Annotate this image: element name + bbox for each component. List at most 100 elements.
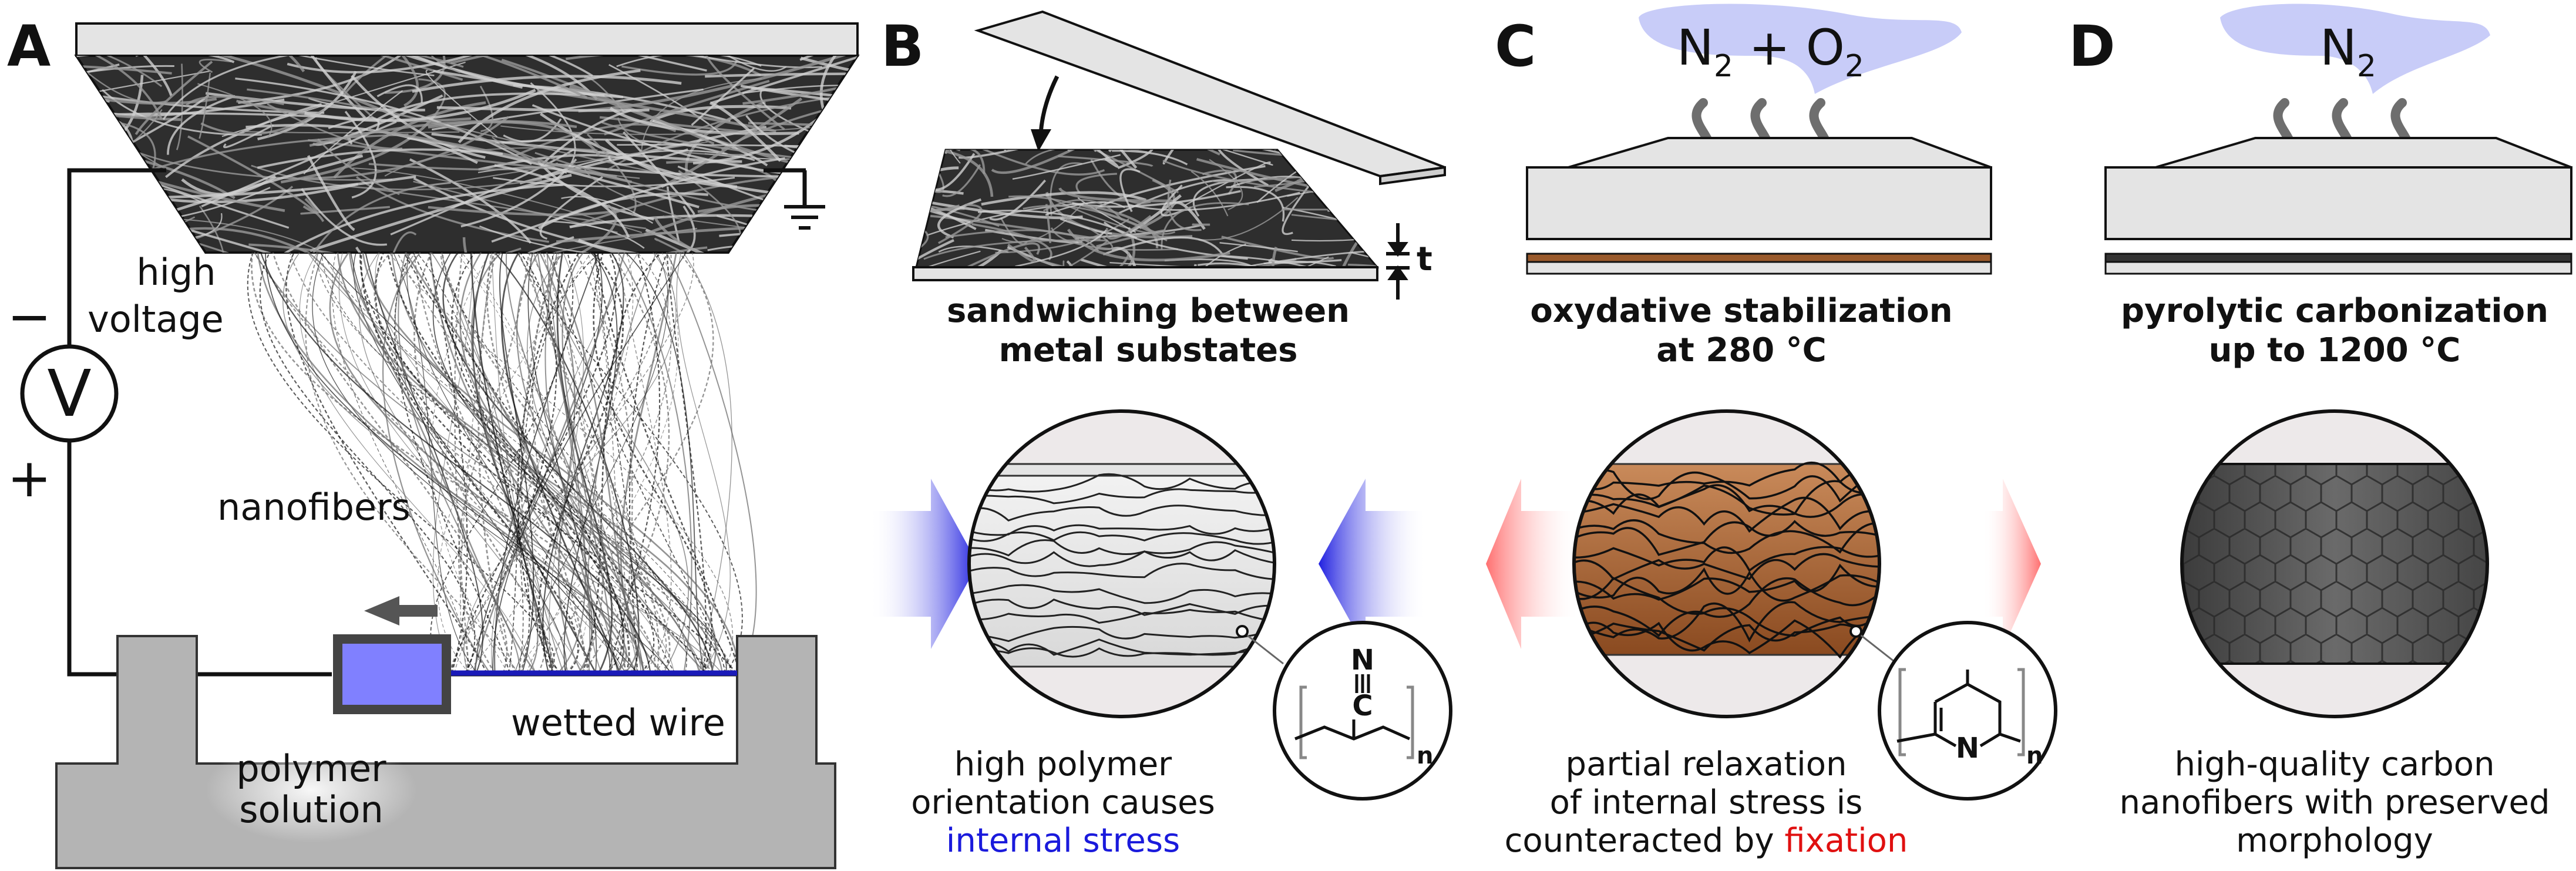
polymer-chain — [969, 584, 1274, 604]
mat-fiber — [916, 150, 1007, 152]
jet-fiber — [403, 252, 624, 674]
mat-fiber — [309, 120, 577, 147]
mat-fiber — [458, 69, 641, 143]
mat-fiber — [503, 118, 562, 143]
mat-fiber — [744, 234, 805, 253]
caption-c-3: counteracted by fixation — [1505, 822, 1908, 860]
mat-fiber — [83, 172, 148, 190]
mat-fiber — [981, 191, 1146, 206]
mat-fiber — [569, 214, 753, 228]
mat-fiber — [1184, 161, 1271, 206]
mat-fiber — [1220, 254, 1372, 267]
mat-fiber — [1348, 264, 1377, 267]
mat-fiber — [653, 216, 781, 253]
mat-fiber — [1094, 150, 1192, 152]
caption-c-fixation: fixation — [1784, 822, 1908, 860]
chem-n-b: N — [1351, 644, 1374, 677]
jet-fiber — [316, 252, 711, 674]
jet-fiber — [359, 252, 711, 674]
panel-d-letter: D — [2069, 14, 2116, 79]
mat-fiber — [1373, 189, 1377, 242]
mat-fiber — [1007, 243, 1036, 263]
polymer-chain — [969, 563, 1274, 580]
mat-fiber — [1119, 168, 1141, 213]
mat-fiber — [997, 240, 1108, 267]
gas-flow-cloud-c — [1639, 4, 1962, 94]
zoom-circle-c-border — [1572, 409, 1881, 718]
mat-fiber — [1001, 202, 1084, 243]
mat-fiber — [76, 65, 174, 127]
mat-fiber — [183, 227, 472, 253]
polymer-solution-label-1: polymer — [236, 747, 386, 790]
mat-fiber — [1045, 201, 1125, 216]
caption-b-2: orientation causes — [911, 783, 1215, 822]
panel-c-letter: C — [1495, 14, 1536, 79]
mat-fiber — [1372, 183, 1377, 216]
mat-fiber — [76, 142, 78, 201]
jet-fiber — [348, 252, 701, 674]
mat-fiber — [1025, 150, 1148, 165]
mat-fiber — [76, 63, 172, 78]
mat-fiber — [742, 56, 857, 105]
mat-fiber — [1012, 154, 1121, 180]
mat-fiber — [1198, 197, 1299, 241]
jet-fiber — [329, 252, 645, 674]
mat-fiber — [740, 85, 857, 126]
mat-fiber — [800, 56, 857, 92]
mat-fiber — [530, 82, 576, 168]
polymer-chain — [1574, 480, 1879, 516]
jet-fiber — [546, 252, 646, 674]
mat-fiber — [76, 184, 78, 238]
mat-fiber — [1202, 169, 1237, 195]
mat-fiber — [351, 75, 486, 159]
mat-fiber — [552, 220, 645, 249]
caption-d-bold-2: up to 1200 °C — [2209, 331, 2461, 369]
jet-fiber — [520, 252, 561, 674]
polymer-chain — [969, 524, 1274, 536]
mat-fiber — [257, 148, 503, 169]
polymer-chain — [969, 473, 1274, 493]
polymer-solution-label-2: solution — [239, 788, 384, 831]
mat-fiber — [251, 164, 542, 191]
panel-d: D N2 pyrolytic carbonization up to 1200 … — [2069, 4, 2572, 860]
mat-fiber — [235, 78, 532, 165]
mat-fiber — [248, 243, 487, 253]
polymer-chain — [969, 647, 1274, 658]
mat-fiber — [1112, 150, 1188, 166]
mat-fiber — [310, 173, 572, 253]
mat-fiber — [691, 67, 755, 126]
mat-fiber — [501, 58, 715, 145]
jet-fiber — [625, 252, 705, 674]
mat-fiber — [1063, 150, 1220, 156]
mat-fiber — [942, 164, 981, 197]
mat-fiber — [1216, 150, 1269, 187]
mat-fiber — [707, 245, 776, 253]
stress-arrow-right-icon — [1319, 479, 1427, 649]
mat-fiber — [989, 179, 1047, 221]
gas-flow-cloud-d — [2220, 4, 2490, 94]
mat-fiber — [561, 196, 654, 224]
mat-fiber — [199, 72, 211, 139]
mat-fiber — [1058, 155, 1154, 167]
mat-fiber — [1111, 247, 1141, 267]
mat-fiber — [1211, 150, 1273, 166]
gas-d-n: N — [2320, 19, 2357, 76]
mat-fiber — [1067, 228, 1230, 262]
jet-fiber — [440, 252, 687, 674]
mat-fiber — [76, 180, 141, 223]
fiber-zoom-d — [2182, 411, 2487, 717]
jet-fiber — [387, 252, 630, 674]
polymer-solution-reservoir — [333, 634, 451, 714]
jet-fiber — [260, 252, 651, 674]
mat-fiber — [1089, 228, 1114, 251]
mat-fiber — [1192, 178, 1259, 217]
gas-c-o: + O — [1733, 19, 1845, 76]
jet-fiber — [491, 252, 587, 674]
mat-fiber — [1162, 159, 1339, 196]
mat-fiber — [1212, 176, 1304, 183]
ladder-structure-c — [1878, 621, 2057, 801]
mat-fiber — [341, 56, 429, 97]
fiber-zoom-c — [1574, 411, 1879, 717]
relax-arrow-right-icon — [1982, 479, 2041, 649]
mat-fiber — [1075, 173, 1117, 194]
